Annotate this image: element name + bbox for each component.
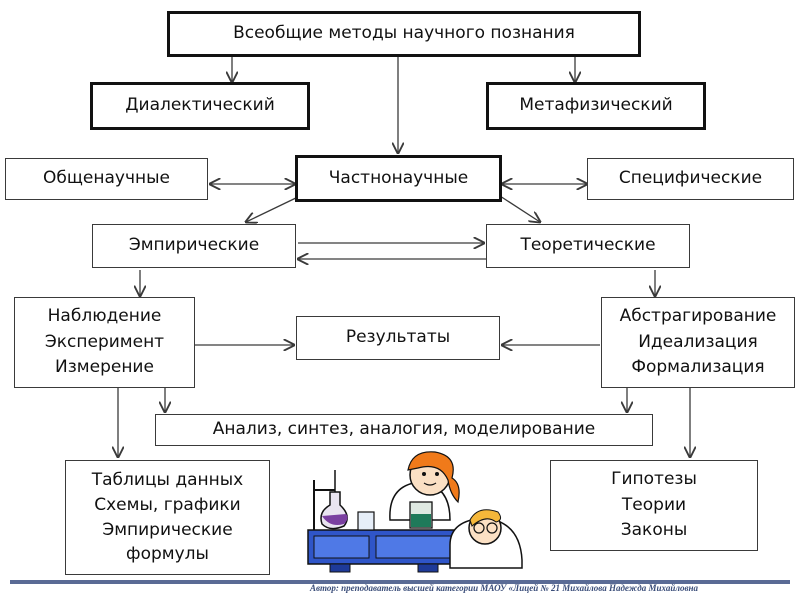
empirical-method-item: Измерение [55, 357, 154, 378]
general-scientific-box: Общенаучные [5, 158, 208, 200]
empirical-outputs-box: Таблицы данных Схемы, графики Эмпирическ… [65, 460, 270, 575]
results-box: Результаты [296, 316, 500, 360]
metaphysical-text: Метафизический [519, 95, 673, 116]
metaphysical-box: Метафизический [486, 82, 706, 130]
title-text: Всеобщие методы научного познания [233, 23, 575, 44]
analysis-text: Анализ, синтез, аналогия, моделирование [212, 419, 596, 440]
girl-hair [407, 451, 460, 504]
results-text: Результаты [345, 327, 451, 348]
footer-bar [10, 580, 790, 584]
arrow-particular-empirical [246, 195, 301, 222]
theoretical-output-item: Законы [620, 520, 688, 541]
theoretical-output-item: Теории [621, 494, 687, 515]
theoretical-output-item: Гипотезы [611, 469, 697, 490]
particular-scientific-text: Частнонаучные [328, 167, 469, 188]
dialectical-box: Диалектический [90, 82, 310, 130]
empirical-method-item: Эксперимент [44, 331, 165, 352]
theoretical-method-item: Идеализация [638, 331, 758, 352]
empirical-methods-box: Наблюдение Эксперимент Измерение [14, 297, 195, 388]
theoretical-method-item: Абстрагирование [619, 306, 777, 327]
theoretical-box: Теоретические [486, 224, 690, 268]
empirical-method-item: Наблюдение [47, 306, 162, 327]
empirical-text: Эмпирические [128, 235, 260, 256]
analysis-box: Анализ, синтез, аналогия, моделирование [155, 414, 653, 446]
empirical-box: Эмпирические [92, 224, 296, 268]
theoretical-text: Теоретические [520, 235, 656, 256]
general-scientific-text: Общенаучные [43, 168, 170, 189]
arrow-particular-theoretical [499, 195, 540, 222]
particular-scientific-box: Частнонаучные [295, 155, 502, 202]
specific-box: Специфические [587, 158, 794, 200]
theoretical-outputs-box: Гипотезы Теории Законы [550, 460, 758, 551]
theoretical-method-item: Формализация [631, 357, 765, 378]
empirical-output-item: формулы [126, 544, 209, 565]
empirical-output-item: Схемы, графики [94, 494, 241, 515]
dialectical-text: Диалектический [125, 95, 275, 116]
specific-text: Специфические [618, 168, 763, 189]
theoretical-methods-box: Абстрагирование Идеализация Формализация [601, 297, 795, 388]
scientists-illustration [307, 451, 523, 573]
empirical-output-item: Таблицы данных [91, 470, 244, 491]
title-box: Всеобщие методы научного познания [167, 11, 641, 57]
author-credit: Автор: преподаватель высшей категории МА… [310, 583, 698, 593]
empirical-output-item: Эмпирические [102, 519, 233, 540]
